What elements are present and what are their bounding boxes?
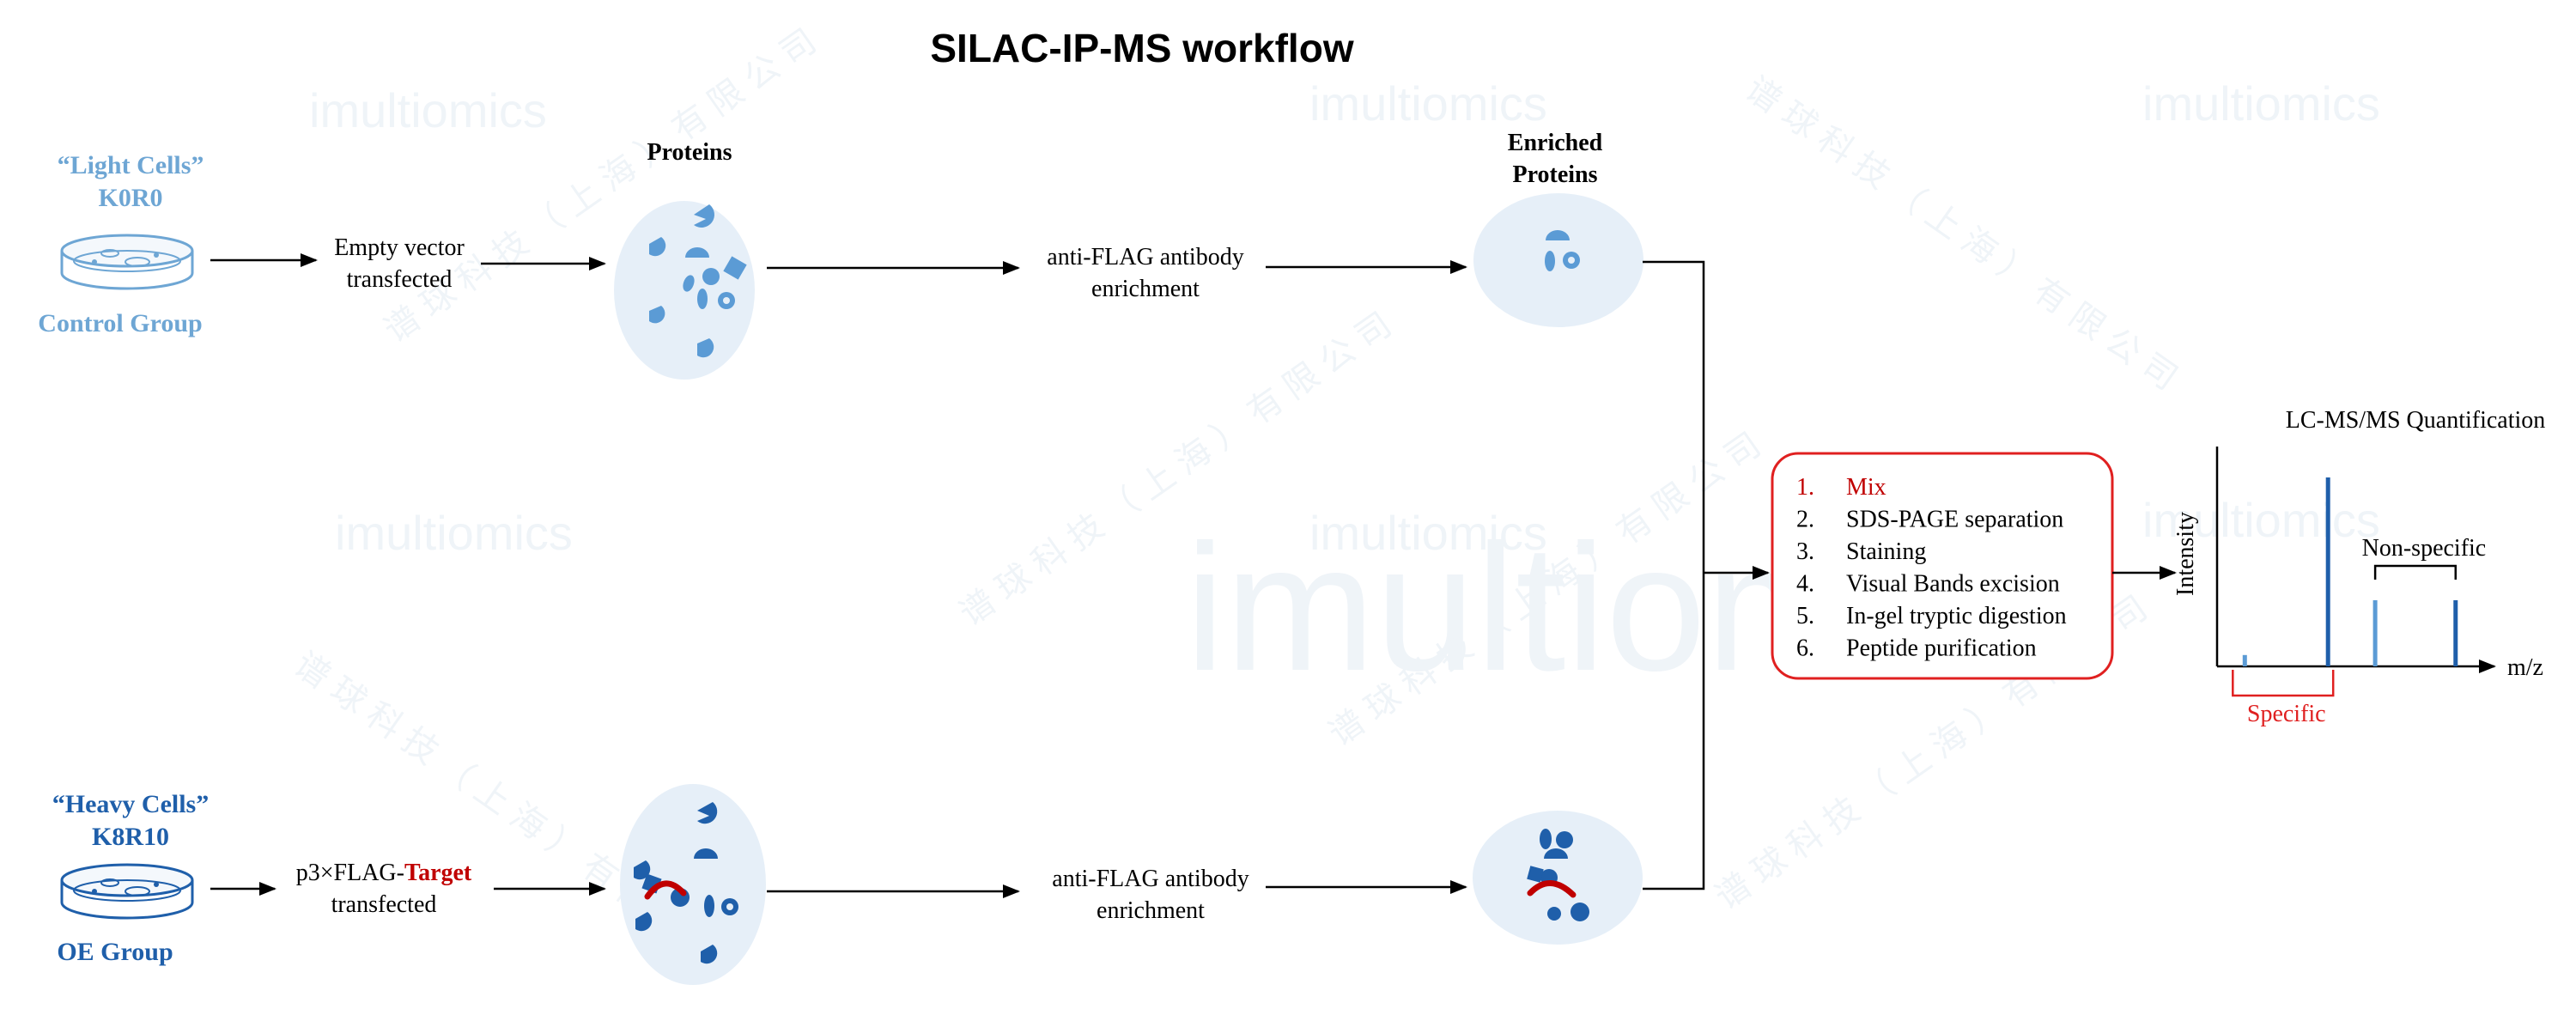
oe-transfection-target: Target [404,860,472,886]
watermark-brand: imultiomics [2142,493,2380,547]
workflow-steps-list: 1. Mix 2. SDS-PAGE separation 3. Staining 4. Vi… [1796,474,2067,662]
protein-shape [702,268,720,285]
control-enrichment-line2: enrichment [1091,276,1200,302]
control-enrichment-line1: anti-FLAG antibody [1047,244,1243,270]
enriched-label-line2: Proteins [1512,161,1597,188]
oe-enrichment-line2: enrichment [1097,897,1205,924]
workflow-step-text: Peptide purification [1846,635,2037,662]
oe-proteins-ellipse [620,784,766,985]
oe-cells: “Heavy Cells” K8R10 OE Group [52,790,209,966]
protein-shape [697,338,714,358]
ms-peaks [2242,477,2458,666]
control-enriched-ellipse [1473,193,1643,327]
protein-shape [1546,230,1570,240]
protein-shape [635,912,653,932]
protein-shape [1547,907,1561,921]
protein-shape [1571,903,1589,921]
workflow-step-text: Staining [1846,538,1926,565]
oe-cells-label: “Heavy Cells” [52,790,209,818]
workflow-step-number: 1. [1796,474,1814,501]
nonspecific-label: Non-specific [2362,535,2487,562]
petri-dish-icon [60,234,194,290]
protein-shape [1544,848,1568,859]
workflow-step-number: 6. [1796,635,1814,662]
protein-shape [649,306,665,324]
control-transfection-line1: Empty vector [334,234,465,261]
target-bait-shape [644,880,687,900]
workflow-step-number: 5. [1796,603,1814,629]
petri-dish-icon [60,863,194,920]
ms-x-axis-label: m/z [2507,654,2543,681]
watermark-brand: imultiomics [1309,76,1547,131]
workflow-step-number: 3. [1796,538,1814,565]
protein-shape [1556,831,1573,848]
protein-shape [685,247,709,258]
control-cells-code: K0R0 [99,184,163,212]
watermark-brand: imultiomics [2142,76,2380,131]
ms-chart-title: LC-MS/MS Quantification [2286,407,2546,434]
protein-shape [697,289,708,309]
protein-shape [723,256,747,280]
protein-shape [704,895,714,917]
oe-transfection-line2: transfected [331,891,437,918]
merge-connector [1643,260,1705,890]
control-cells: “Light Cells” K0R0 Control Group [38,151,204,337]
protein-shape [649,237,666,257]
oe-transfection-line1: p3×FLAG-Target [296,860,472,886]
control-proteins-ellipse [614,201,755,380]
watermark-brand: imultiomics [1309,506,1547,560]
nonspecific-bracket [2373,564,2458,580]
ms-spectrum-chart: LC-MS/MS Quantification Intensity m/z No… [2172,407,2545,727]
specific-bracket [2232,670,2335,697]
protein-shape [1545,251,1555,271]
page-title: SILAC-IP-MS workflow [930,26,1353,70]
oe-group-label: OE Group [57,938,173,966]
workflow-step-text: SDS-PAGE separation [1846,507,2063,533]
oe-enrichment-line1: anti-FLAG antibody [1052,866,1249,892]
protein-shape [1540,829,1552,849]
protein-shape [694,848,718,859]
specific-label: Specific [2247,701,2326,727]
protein-shape [634,860,651,880]
watermark-company: 谱 球 科 技 （ 上 海 ） 有 限 公 司 [1739,70,2184,397]
workflow-step-text: Mix [1846,474,1886,501]
workflow-step-text: In-gel tryptic digestion [1846,603,2067,629]
oe-enriched-ellipse [1473,811,1643,945]
control-group-label: Control Group [38,309,202,337]
watermark-brand: imultiomics [309,83,547,137]
control-transfection-line2: transfected [347,266,453,293]
oe-transfection-prefix: p3×FLAG- [296,860,404,886]
ms-y-axis-label: Intensity [2172,512,2199,596]
oe-cells-code: K8R10 [92,823,169,851]
target-bait-shape [1527,880,1577,898]
workflow-steps-box [1771,452,2114,680]
workflow-step-number: 2. [1796,507,1814,533]
control-cells-label: “Light Cells” [58,151,204,179]
protein-shape [701,945,718,964]
protein-shape [1527,866,1544,883]
proteins-label: Proteins [647,139,732,166]
protein-shape [683,275,695,292]
enriched-label-line1: Enriched [1508,130,1603,156]
workflow-step-text: Visual Bands excision [1846,571,2060,598]
watermark-company: 谱 球 科 技 （ 上 海 ） 有 限 公 司 [378,22,823,349]
workflow-step-number: 4. [1796,571,1814,598]
protein-shape [694,204,715,228]
protein-shape [697,802,718,824]
watermark-brand: imultiomics [335,506,573,560]
